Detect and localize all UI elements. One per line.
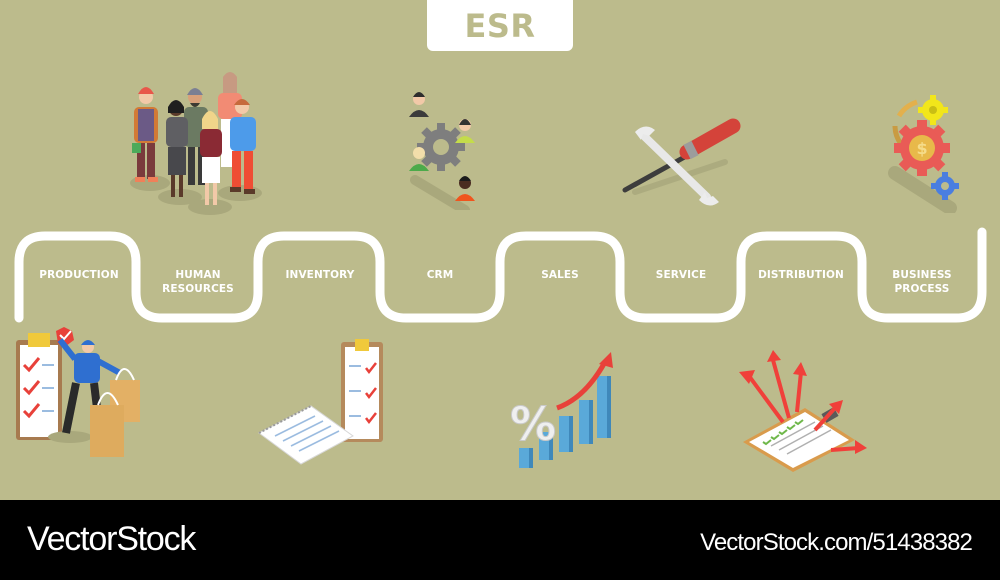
title-badge: ESR bbox=[427, 0, 573, 51]
step-production: PRODUCTION bbox=[19, 268, 139, 282]
svg-text:$: $ bbox=[916, 139, 927, 158]
step-crm: CRM bbox=[380, 268, 500, 282]
crm-gear-avatars-icon bbox=[409, 92, 475, 210]
inventory-notepad-clipboard-icon bbox=[258, 339, 383, 465]
step-label-line1: CRM bbox=[426, 269, 454, 281]
step-service: SERVICE bbox=[621, 268, 741, 282]
process-path bbox=[14, 227, 987, 323]
step-human-resources: HUMAN RESOURCES bbox=[138, 268, 258, 296]
step-label-line1: DISTRIBUTION bbox=[758, 269, 844, 281]
step-label-line2: PROCESS bbox=[894, 283, 950, 295]
footer-brand: VectorStock bbox=[27, 520, 196, 558]
step-label-line1: HUMAN bbox=[175, 269, 221, 281]
distribution-clipboard-arrows-icon bbox=[739, 350, 867, 472]
footer-bar: VectorStock VectorStock.com/51438382 bbox=[0, 500, 1000, 580]
step-inventory: INVENTORY bbox=[260, 268, 380, 282]
business-gears-icon: $ bbox=[888, 95, 959, 213]
esr-diagram: ESR PRODUCTION HUMAN RESOURCES INVENTORY… bbox=[0, 0, 1000, 500]
wrench-screwdriver-icon bbox=[622, 118, 741, 206]
step-distribution: DISTRIBUTION bbox=[741, 268, 861, 282]
step-label-line1: SALES bbox=[541, 269, 579, 281]
step-label-line1: INVENTORY bbox=[285, 269, 355, 281]
step-sales: SALES bbox=[500, 268, 620, 282]
sales-growth-chart-icon: % bbox=[509, 352, 613, 468]
svg-text:%: % bbox=[510, 397, 556, 451]
people-group-icon bbox=[130, 72, 262, 215]
step-label-line1: PRODUCTION bbox=[39, 269, 119, 281]
step-label-line1: BUSINESS bbox=[892, 269, 952, 281]
production-worker-icon bbox=[16, 327, 140, 457]
diagram-title: ESR bbox=[464, 6, 536, 45]
step-label-line2: RESOURCES bbox=[162, 283, 234, 295]
footer-url: VectorStock.com/51438382 bbox=[700, 529, 973, 556]
step-business-process: BUSINESS PROCESS bbox=[862, 268, 982, 296]
step-label-line1: SERVICE bbox=[655, 269, 707, 281]
